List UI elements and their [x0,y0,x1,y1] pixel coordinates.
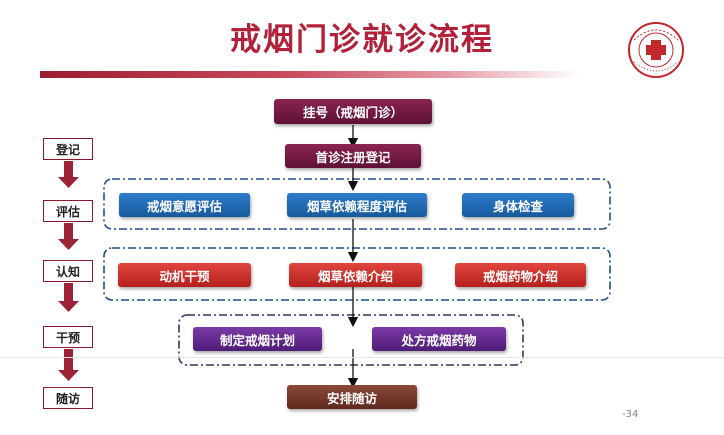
prescribe-medication-box: 处方戒烟药物 [372,327,506,351]
medication-intro-box: 戒烟药物介绍 [455,263,586,287]
willingness-assessment-box: 戒烟意愿评估 [119,193,250,217]
stage-arrows [58,161,79,381]
page-title: 戒烟门诊就诊流程 [230,22,494,58]
title-underline [40,71,580,78]
quit-plan-box: 制定戒烟计划 [193,327,322,351]
first-visit-box: 首诊注册登记 [285,144,421,168]
intervention-group-frame [178,314,524,366]
followup-box: 安排随访 [287,385,417,409]
dependence-intro-box: 烟草依赖介绍 [289,263,422,287]
physical-exam-box: 身体检查 [462,193,574,217]
stage-label-intervention: 干预 [43,326,93,348]
stage-label-followup: 随访 [43,387,93,409]
registration-box: 挂号（戒烟门诊） [274,99,432,124]
cognition-group-frame [103,247,611,301]
assess-group-frame [103,178,611,230]
dependence-assessment-box: 烟草依赖程度评估 [287,193,427,217]
hospital-logo [628,22,684,78]
stage-label-register: 登记 [43,138,93,160]
slide-divider [0,357,724,358]
stage-label-cognition: 认知 [43,260,93,282]
motivation-intervention-box: 动机干预 [118,263,251,287]
page-number: -34 [622,409,639,420]
stage-label-assess: 评估 [43,200,93,222]
